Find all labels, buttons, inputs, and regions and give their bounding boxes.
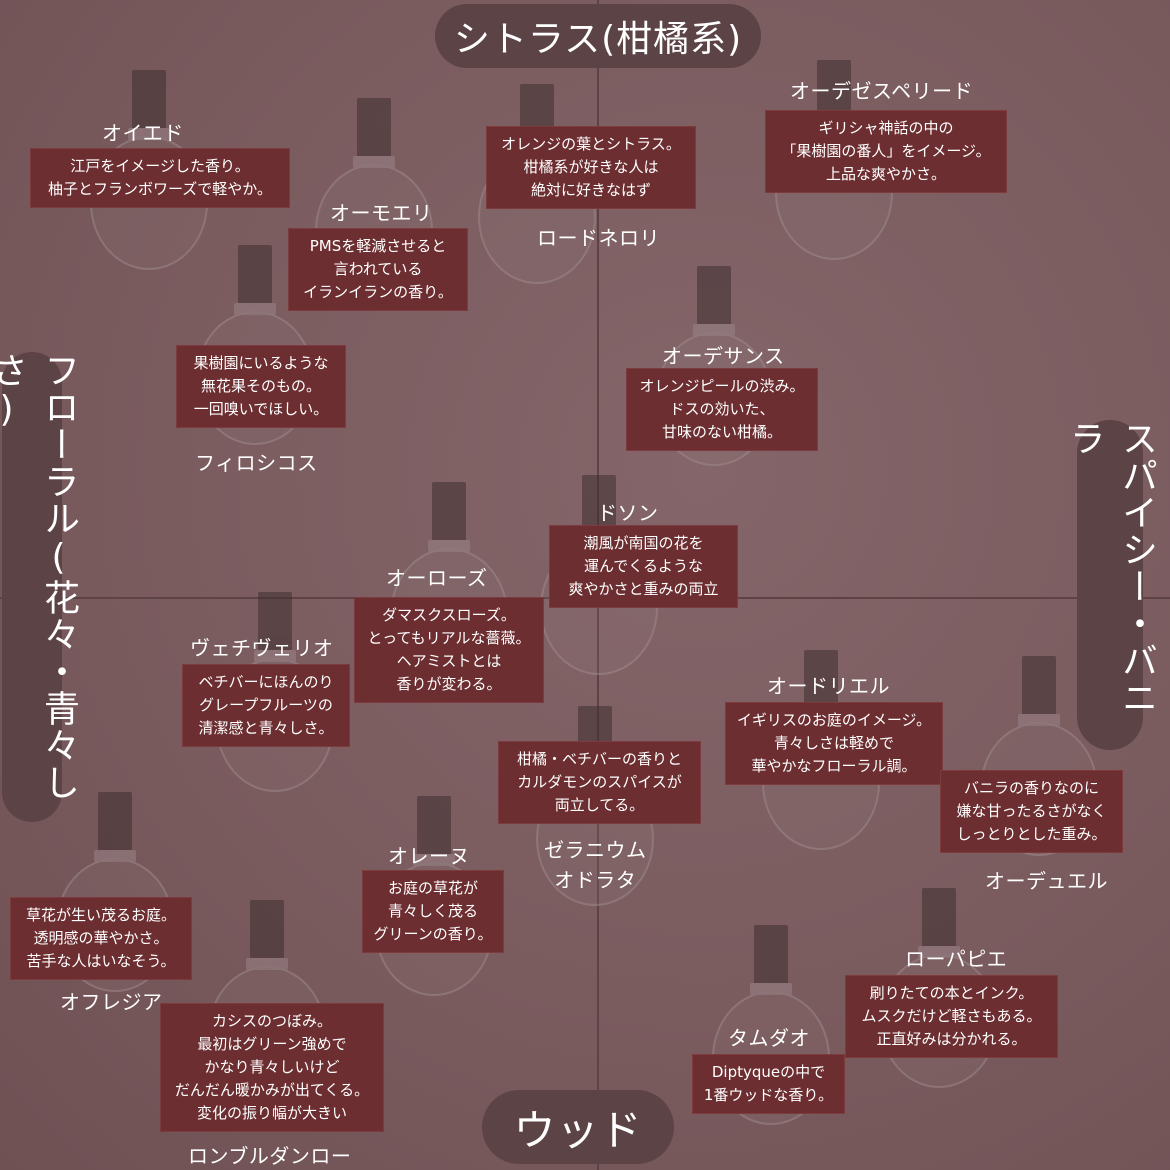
description-line: カシスのつぼみ。 bbox=[211, 1012, 332, 1030]
perfume-name: ロンブルダンロー bbox=[188, 1144, 352, 1168]
description-line: 甘味のない柑橘。 bbox=[661, 423, 782, 441]
description-line: オレンジピールの渋み。 bbox=[639, 377, 805, 395]
perfume-name: ゼラニウム オドラタ bbox=[544, 838, 647, 892]
description-line: 江戸をイメージした香り。 bbox=[70, 157, 250, 175]
perfume-name: ロードネロリ bbox=[537, 226, 660, 250]
description-line: ムスクだけど軽さもある。 bbox=[861, 1007, 1042, 1025]
axis-label-floral: フローラル(花々・青々しさ) bbox=[0, 352, 79, 822]
perfume-name: オーモエリ bbox=[330, 201, 433, 225]
description-line: 刷りたての本とインク。 bbox=[869, 984, 1034, 1002]
description-line: ヘアミストとは bbox=[396, 652, 502, 670]
description-line: 清潔感と青々しさ。 bbox=[198, 719, 334, 737]
description-line: 絶対に好きなはず bbox=[530, 181, 651, 199]
description-line: ドスの効いた、 bbox=[669, 400, 775, 418]
description-line: 青々しく茂る bbox=[387, 902, 478, 920]
description-line: 正直好みは分かれる。 bbox=[876, 1030, 1027, 1048]
description-line: グレープフルーツの bbox=[199, 696, 333, 714]
description-line: 嫌な甘ったるさがなく bbox=[956, 802, 1107, 820]
description-line: 無花果そのもの。 bbox=[200, 377, 321, 395]
description-line: 変化の振り幅が大きい bbox=[196, 1104, 347, 1122]
description-line: しっとりとした重み。 bbox=[956, 825, 1107, 843]
description-line: 草花が生い茂るお庭。 bbox=[25, 906, 176, 924]
description-line: オレンジの葉とシトラス。 bbox=[501, 135, 681, 153]
description-line: PMSを軽減させると bbox=[309, 237, 447, 255]
description-line: ベチバーにほんのり bbox=[198, 673, 334, 691]
description-line: 苦手な人はいなそう。 bbox=[26, 952, 176, 970]
description-line: 果樹園にいるような bbox=[193, 354, 329, 372]
description-line: かなり青々しいけど bbox=[204, 1058, 340, 1076]
perfume-name: ヴェチヴェリオ bbox=[190, 636, 334, 660]
description-line: 柚子とフランボワーズで軽やか。 bbox=[48, 180, 272, 198]
perfume-name: ドソン bbox=[597, 501, 659, 525]
description-line: 柑橘・ベチバーの香りと bbox=[516, 750, 682, 768]
description-line: イギリスのお庭のイメージ。 bbox=[736, 711, 932, 729]
description-line: 柑橘系が好きな人は bbox=[523, 158, 659, 176]
perfume-description: 柑橘・ベチバーの香りとカルダモンのスパイスが両立してる。 bbox=[498, 741, 701, 824]
description-line: 爽やかさと重みの両立 bbox=[568, 580, 719, 598]
perfume-name: オーデュエル bbox=[985, 869, 1108, 893]
description-line: 香りが変わる。 bbox=[396, 675, 502, 693]
perfume-description: 潮風が南国の花を運んでくるような爽やかさと重みの両立 bbox=[549, 525, 738, 608]
perfume-description: オレンジピールの渋み。ドスの効いた、甘味のない柑橘。 bbox=[626, 368, 818, 451]
perfume-description: Diptyqueの中で 1番ウッドな香り。 bbox=[692, 1054, 845, 1114]
perfume-description: 果樹園にいるような無花果そのもの。一回嗅いでほしい。 bbox=[176, 345, 346, 428]
description-line: カルダモンのスパイスが bbox=[517, 773, 682, 791]
perfume-description: カシスのつぼみ。最初はグリーン強めでかなり青々しいけどだんだん暖かみが出てくる。… bbox=[160, 1003, 384, 1132]
description-line: お庭の草花が bbox=[387, 879, 478, 897]
perfume-description: バニラの香りなのに嫌な甘ったるさがなくしっとりとした重み。 bbox=[940, 770, 1123, 853]
description-line: グリーンの香り。 bbox=[373, 925, 493, 943]
description-line: 華やかなフローラル調。 bbox=[751, 757, 917, 775]
perfume-name: オレーヌ bbox=[388, 844, 470, 868]
description-line: バニラの香りなのに bbox=[963, 779, 1099, 797]
perfume-description: イギリスのお庭のイメージ。青々しさは軽めで華やかなフローラル調。 bbox=[725, 702, 943, 785]
axis-label-wood: ウッド bbox=[482, 1090, 674, 1164]
perfume-description: PMSを軽減させると言われているイランイランの香り。 bbox=[288, 228, 468, 311]
description-line: とってもリアルな薔薇。 bbox=[367, 629, 531, 647]
description-line: ダマスクスローズ。 bbox=[382, 606, 516, 624]
description-line: だんだん暖かみが出てくる。 bbox=[174, 1081, 370, 1099]
description-line: 一回嗅いでほしい。 bbox=[193, 400, 329, 418]
description-line: 潮風が南国の花を bbox=[583, 534, 704, 552]
axis-label-spicy-vanilla: スパイシー・バニラ bbox=[1064, 420, 1157, 750]
perfume-name: オイエド bbox=[102, 121, 184, 145]
description-line: 1番ウッドな香り。 bbox=[703, 1086, 834, 1104]
perfume-description: お庭の草花が青々しく茂るグリーンの香り。 bbox=[362, 870, 504, 953]
perfume-name: ローパピエ bbox=[905, 947, 1008, 971]
perfume-description: ギリシャ神話の中の「果樹園の番人」をイメージ。上品な爽やかさ。 bbox=[765, 110, 1007, 193]
perfume-name: フィロシコス bbox=[195, 451, 318, 475]
description-line: 言われている bbox=[333, 260, 423, 278]
perfume-name: タムダオ bbox=[728, 1026, 810, 1050]
axis-label-citrus: シトラス(柑橘系) bbox=[435, 4, 761, 68]
description-line: 上品な爽やかさ。 bbox=[825, 165, 946, 183]
perfume-description: オレンジの葉とシトラス。柑橘系が好きな人は絶対に好きなはず bbox=[486, 126, 696, 209]
perfume-description: 刷りたての本とインク。ムスクだけど軽さもある。正直好みは分かれる。 bbox=[845, 975, 1058, 1058]
perfume-description: 江戸をイメージした香り。柚子とフランボワーズで軽やか。 bbox=[30, 148, 290, 208]
description-line: 「果樹園の番人」をイメージ。 bbox=[781, 142, 991, 160]
description-line: ギリシャ神話の中の bbox=[818, 119, 954, 137]
description-line: 青々しさは軽めで bbox=[773, 734, 894, 752]
perfume-name: オードリエル bbox=[767, 674, 890, 698]
description-line: 最初はグリーン強めで bbox=[197, 1035, 347, 1053]
description-line: 運んでくるような bbox=[584, 557, 703, 575]
perfume-description: 草花が生い茂るお庭。透明感の華やかさ。苦手な人はいなそう。 bbox=[10, 897, 192, 980]
perfume-name: オーローズ bbox=[386, 566, 488, 590]
description-line: 両立してる。 bbox=[554, 796, 645, 814]
perfume-name: オフレジア bbox=[60, 990, 163, 1014]
perfume-description: ダマスクスローズ。とってもリアルな薔薇。ヘアミストとは香りが変わる。 bbox=[354, 597, 544, 703]
perfume-name: オーデサンス bbox=[662, 344, 785, 368]
perfume-name: オーデゼスペリード bbox=[790, 79, 974, 103]
description-line: イランイランの香り。 bbox=[303, 283, 453, 301]
perfume-description: ベチバーにほんのりグレープフルーツの清潔感と青々しさ。 bbox=[182, 664, 350, 747]
description-line: 透明感の華やかさ。 bbox=[33, 929, 169, 947]
description-line: Diptyqueの中で bbox=[711, 1063, 826, 1081]
